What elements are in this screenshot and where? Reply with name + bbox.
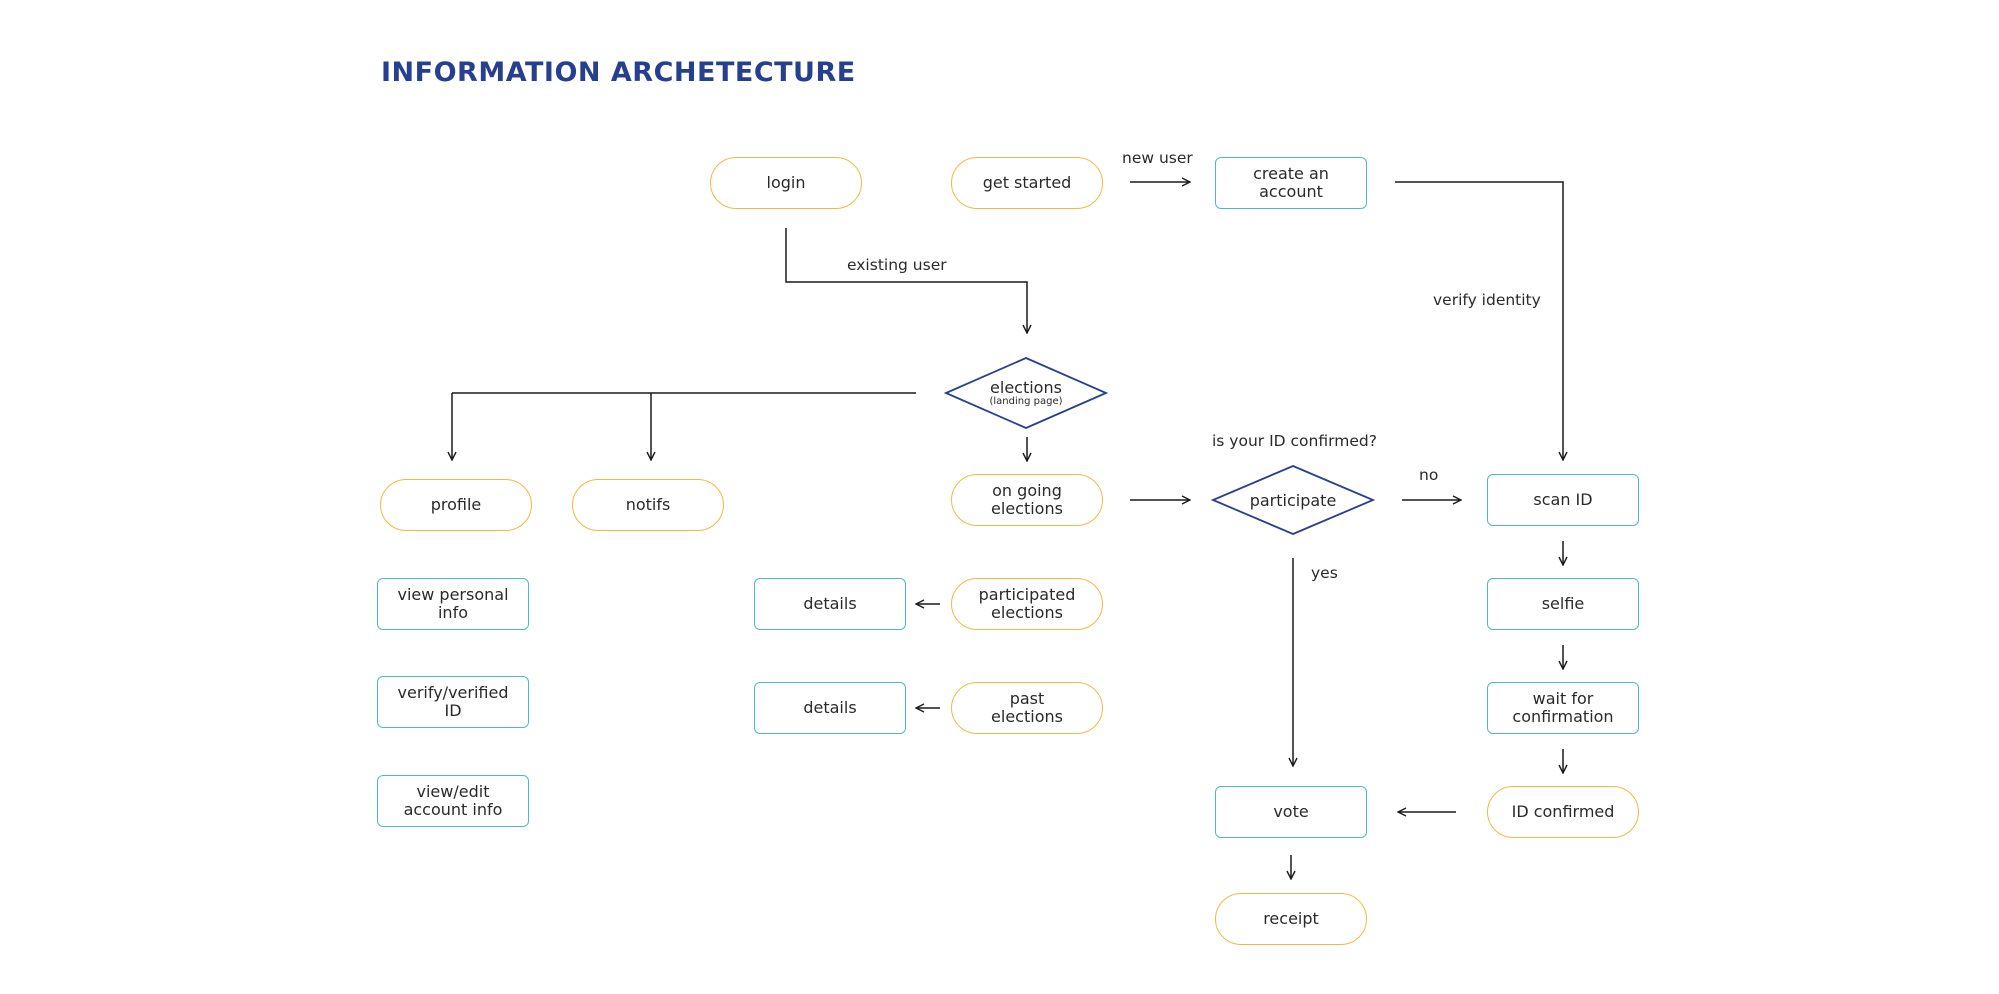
diagram-title: INFORMATION ARCHETECTURE: [381, 57, 856, 88]
node-ongoing-elections: on going elections: [951, 474, 1103, 526]
node-view-edit-account: view/edit account info: [377, 775, 529, 827]
node-receipt: receipt: [1215, 893, 1367, 945]
node-create-account: create an account: [1215, 157, 1367, 209]
node-profile: profile: [380, 479, 532, 531]
label-verify-identity: verify identity: [1433, 291, 1541, 309]
node-participated-elections: participated elections: [951, 578, 1103, 630]
node-id-confirmed: ID confirmed: [1487, 786, 1639, 838]
node-past-elections: past elections: [951, 682, 1103, 734]
edge-existing-user: [785, 228, 1027, 333]
label-new-user: new user: [1122, 149, 1193, 167]
node-login: login: [710, 157, 862, 209]
elections-sublabel: (landing page): [989, 396, 1063, 407]
elections-label: elections: [990, 378, 1062, 397]
participate-label: participate: [1249, 490, 1337, 510]
node-elections: elections (landing page): [944, 356, 1108, 430]
node-details-participated: details: [754, 578, 906, 630]
label-yes: yes: [1311, 564, 1338, 582]
node-participate: participate: [1211, 464, 1375, 536]
node-notifs: notifs: [572, 479, 724, 531]
node-scan-id: scan ID: [1487, 474, 1639, 526]
label-no: no: [1419, 466, 1439, 484]
node-view-personal-info: view personal info: [377, 578, 529, 630]
label-id-question: is your ID confirmed?: [1212, 432, 1377, 450]
node-selfie: selfie: [1487, 578, 1639, 630]
node-wait-confirmation: wait for confirmation: [1487, 682, 1639, 734]
node-verify-id: verify/verified ID: [377, 676, 529, 728]
label-existing-user: existing user: [847, 256, 947, 274]
node-get-started: get started: [951, 157, 1103, 209]
edge-verify-identity: [1395, 181, 1563, 460]
node-details-past: details: [754, 682, 906, 734]
node-vote: vote: [1215, 786, 1367, 838]
